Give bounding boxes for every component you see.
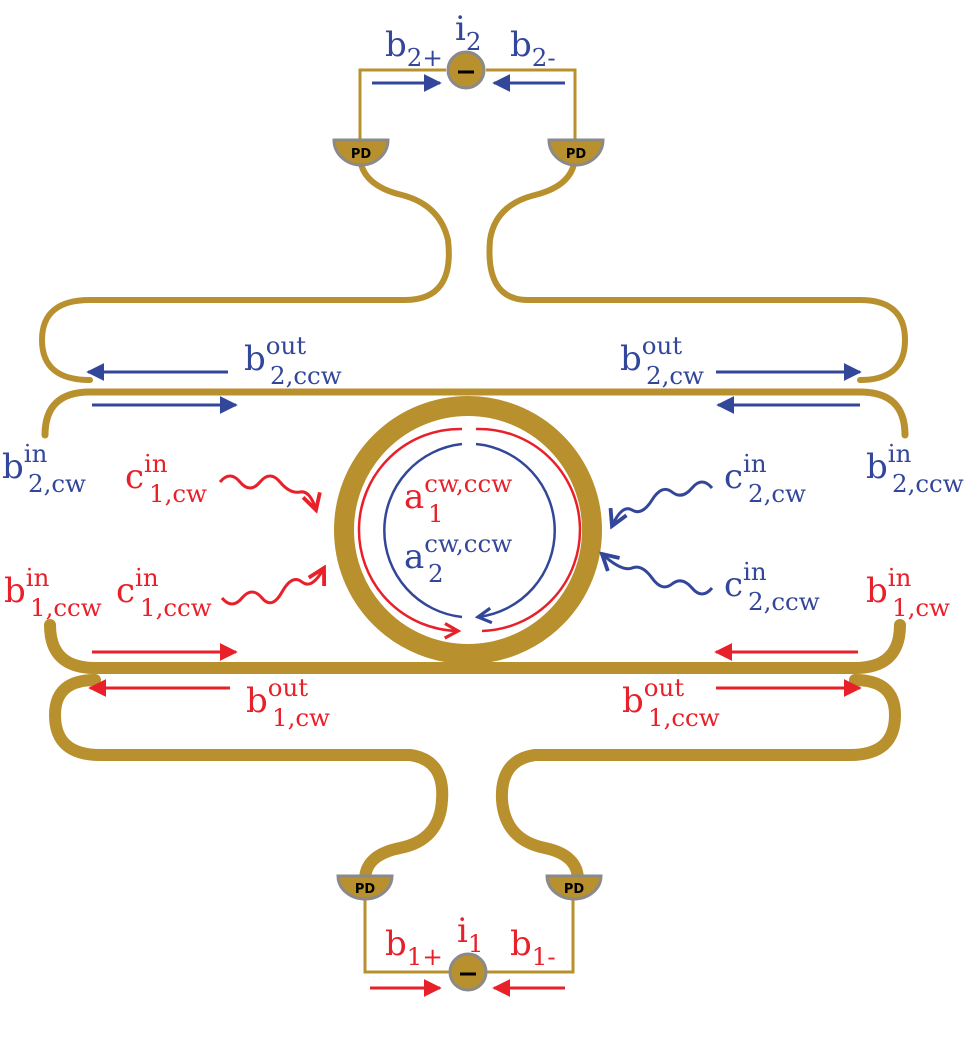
bottom-right-detector-wire — [487, 893, 575, 974]
svg-text:PD: PD — [355, 882, 376, 897]
lower-right-loop-waveguide — [495, 674, 902, 886]
mode-a2-arc-left — [383, 442, 463, 619]
wavy-arrow-c2cw-in — [612, 480, 714, 526]
lower-left-loop-waveguide — [48, 674, 449, 886]
wavy-arrow-c1cw-in — [218, 474, 316, 510]
upper-right-loop-waveguide — [486, 152, 909, 383]
mode-a1-arc — [357, 427, 463, 631]
label-i2: i2 — [455, 9, 481, 56]
photodetector-bottom-right: PD — [545, 874, 603, 901]
lower-bus-waveguide — [44, 619, 906, 674]
photodetector-bottom-left: PD — [336, 874, 394, 901]
svg-text:PD: PD — [351, 147, 372, 162]
bottom-left-detector-wire — [363, 893, 449, 974]
svg-text:PD: PD — [564, 882, 585, 897]
mode-a2-arc — [476, 442, 556, 617]
photodetector-top-left: PD — [332, 138, 390, 167]
upper-left-loop-waveguide — [38, 152, 452, 383]
svg-text:PD: PD — [566, 147, 587, 162]
wavy-arrow-c2ccw-in — [602, 554, 714, 596]
subtractor-i1 — [448, 952, 488, 992]
label-b1minus: b1- — [510, 924, 556, 971]
mode-a1-arc-right — [475, 427, 582, 633]
upper-bus-waveguide — [41, 388, 909, 439]
subtractor-i2 — [446, 50, 486, 90]
wavy-arrow-c1ccw-in — [220, 568, 324, 606]
label-b2minus: b2- — [510, 25, 556, 72]
label-i1: i1 — [457, 911, 483, 958]
top-left-detector-wire — [358, 68, 446, 140]
photodetector-top-right: PD — [547, 138, 605, 167]
label-b2plus: b2+ — [385, 25, 443, 72]
top-right-detector-wire — [486, 68, 577, 140]
ring-resonator — [334, 396, 602, 664]
label-b1plus: b1+ — [385, 924, 443, 971]
